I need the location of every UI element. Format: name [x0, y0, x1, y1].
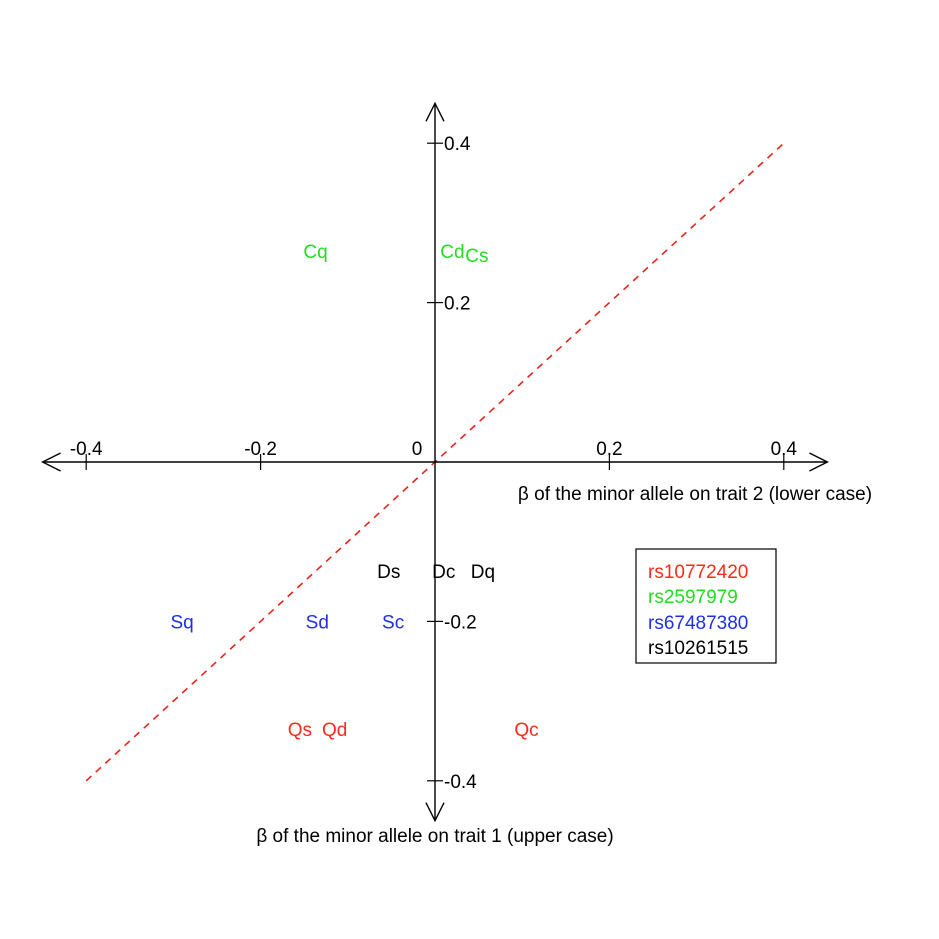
point-label: Sq [170, 612, 193, 633]
x-axis-title: β of the minor allele on trait 2 (lower … [518, 484, 872, 505]
y-tick-label: -0.2 [444, 612, 477, 633]
point-label: Sc [382, 612, 404, 633]
y-axis-title: β of the minor allele on trait 1 (upper … [256, 826, 613, 847]
legend-entry: rs67487380 [648, 613, 748, 634]
x-tick-label: -0.2 [244, 439, 277, 460]
point-label: Sd [306, 612, 329, 633]
axes-layer: -0.4 -0.2 0 0.2 0.4 0.4 0.2 -0.2 -0.4 [41, 101, 829, 823]
x-tick-label: 0.4 [771, 439, 798, 460]
y-axis-bottom-arrow [425, 802, 445, 823]
x-tick-label: 0 [412, 439, 423, 460]
legend-box [635, 548, 777, 664]
point-label: Cs [465, 246, 488, 267]
x-tick-label: 0.2 [596, 439, 622, 460]
y-tick-label: -0.4 [444, 772, 477, 793]
x-axis-right-arrow [809, 452, 829, 472]
legend-entry: rs2597979 [648, 587, 738, 608]
point-label: Qc [514, 720, 538, 741]
legend: rs10772420 rs2597979 rs67487380 rs102615… [635, 548, 777, 664]
y-axis-top-arrow [425, 101, 445, 122]
legend-entry: rs10772420 [648, 562, 748, 583]
y-tick-label: 0.2 [444, 294, 470, 315]
x-tick-label: -0.4 [70, 439, 103, 460]
point-label: Dq [471, 562, 495, 583]
point-label: Cd [440, 242, 464, 263]
point-label: Qd [322, 720, 347, 741]
point-label: Qs [288, 720, 312, 741]
x-axis-left-arrow [41, 452, 61, 472]
legend-entry: rs10261515 [648, 638, 748, 659]
y-tick-label: 0.4 [444, 134, 471, 155]
point-label: Dc [432, 562, 455, 583]
point-label: Cq [303, 242, 327, 263]
point-label: Ds [377, 562, 400, 583]
